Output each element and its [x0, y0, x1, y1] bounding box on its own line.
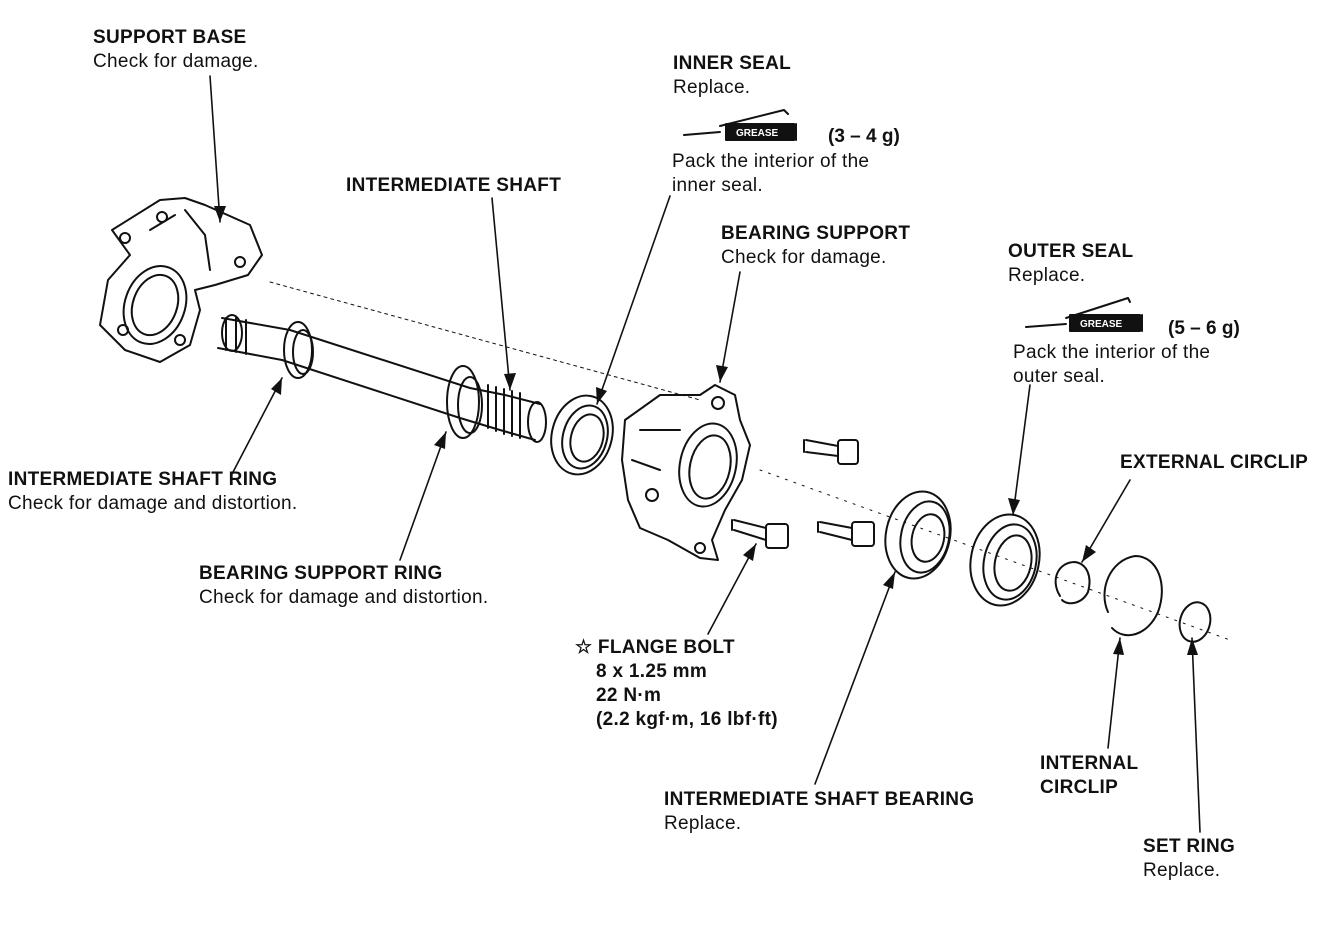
outer-seal-part — [969, 513, 1041, 607]
callout-outer-seal: OUTER SEAL Replace. — [1008, 240, 1133, 288]
leader-flange-bolt — [707, 543, 757, 635]
grease-gun-inner — [683, 109, 797, 141]
inner-seal-title: INNER SEAL — [673, 53, 792, 74]
bearing-support-ring-note: Check for damage and distortion. — [199, 587, 489, 608]
intermediate-shaft-ring-note: Check for damage and distortion. — [8, 493, 298, 514]
intermediate-shaft-bearing-part — [884, 490, 952, 580]
internal-circlip-title-line-1: INTERNAL — [1040, 753, 1139, 774]
intermediate-shaft-ring-title: INTERMEDIATE SHAFT RING — [8, 469, 278, 490]
outer-seal-title: OUTER SEAL — [1008, 241, 1134, 262]
flange-bolt-part-2 — [731, 519, 789, 549]
inner-seal-grease-line-2: inner seal. — [672, 175, 763, 196]
intermediate-shaft-part — [217, 314, 547, 443]
grease-gun-outer — [1025, 297, 1143, 332]
callout-inner-seal: INNER SEAL Replace. — [673, 52, 791, 100]
flange-bolt-title: ☆ FLANGE BOLT — [575, 637, 735, 658]
inner-seal-part — [550, 394, 614, 476]
leader-intermediate-shaft-bearing — [814, 571, 896, 785]
outer-seal-grease-line-2: outer seal. — [1013, 366, 1106, 387]
callout-bearing-support-ring: BEARING SUPPORT RING Check for damage an… — [199, 562, 488, 610]
support-base-note: Check for damage. — [93, 51, 259, 72]
leader-inner-seal — [596, 195, 671, 405]
inner-seal-grease-instructions: Pack the interior of the inner seal. — [672, 150, 869, 198]
callout-set-ring: SET RING Replace. — [1143, 835, 1235, 883]
support-base-title: SUPPORT BASE — [93, 27, 247, 48]
leader-intermediate-shaft-ring — [231, 377, 283, 475]
set-ring-note: Replace. — [1143, 860, 1221, 881]
callout-support-base: SUPPORT BASE Check for damage. — [93, 26, 259, 74]
bearing-support-part — [621, 384, 751, 561]
bearing-support-title: BEARING SUPPORT — [721, 223, 911, 244]
leader-outer-seal — [1012, 384, 1031, 516]
grease-label-inner: GREASE — [736, 128, 779, 139]
bearing-support-note: Check for damage. — [721, 247, 887, 268]
set-ring-part — [1178, 601, 1212, 643]
external-circlip-title: EXTERNAL CIRCLIP — [1120, 452, 1309, 473]
internal-circlip-part — [1103, 555, 1163, 637]
support-base-part — [99, 197, 263, 363]
callout-intermediate-shaft: INTERMEDIATE SHAFT — [346, 174, 561, 198]
intermediate-shaft-bearing-title: INTERMEDIATE SHAFT BEARING — [664, 789, 975, 810]
flange-bolt-torque: 22 N·m — [596, 685, 662, 706]
leader-intermediate-shaft — [491, 197, 511, 391]
outer-seal-grease-line-1: Pack the interior of the — [1013, 342, 1211, 363]
inner-seal-grease-line-1: Pack the interior of the — [672, 151, 870, 172]
external-circlip-part — [1054, 561, 1091, 605]
intermediate-shaft-bearing-note: Replace. — [664, 813, 742, 834]
grease-label-outer: GREASE — [1080, 319, 1123, 330]
outer-seal-grease-qty: (5 – 6 g) — [1168, 318, 1240, 339]
inner-seal-grease-qty: (3 – 4 g) — [828, 126, 900, 147]
outer-seal-grease-instructions: Pack the interior of the outer seal. — [1013, 341, 1210, 389]
internal-circlip-title-line-2: CIRCLIP — [1040, 777, 1119, 798]
flange-bolt-part-1 — [803, 439, 859, 465]
assembly-centerline — [269, 281, 701, 401]
leader-bearing-support — [719, 271, 741, 383]
flange-bolt-torque-alt: (2.2 kgf·m, 16 lbf·ft) — [596, 709, 778, 730]
set-ring-title: SET RING — [1143, 836, 1236, 857]
leader-bearing-support-ring — [399, 431, 447, 561]
callout-external-circlip: EXTERNAL CIRCLIP — [1120, 451, 1308, 475]
callout-intermediate-shaft-bearing: INTERMEDIATE SHAFT BEARING Replace. — [664, 788, 974, 836]
leader-internal-circlip — [1107, 637, 1121, 749]
leader-set-ring — [1191, 637, 1201, 833]
intermediate-shaft-title: INTERMEDIATE SHAFT — [346, 175, 562, 196]
callout-bearing-support: BEARING SUPPORT Check for damage. — [721, 222, 910, 270]
callout-internal-circlip: INTERNAL CIRCLIP — [1040, 752, 1138, 800]
inner-seal-note: Replace. — [673, 77, 751, 98]
outer-seal-note: Replace. — [1008, 265, 1086, 286]
callout-flange-bolt: ☆ FLANGE BOLT 8 x 1.25 mm 22 N·m (2.2 kg… — [575, 636, 778, 732]
callout-intermediate-shaft-ring: INTERMEDIATE SHAFT RING Check for damage… — [8, 468, 297, 516]
flange-bolt-size: 8 x 1.25 mm — [596, 661, 708, 682]
bearing-support-ring-title: BEARING SUPPORT RING — [199, 563, 443, 584]
leader-support-base — [209, 75, 221, 223]
assembly-centerline-right — [759, 469, 1231, 641]
flange-bolt-part-3 — [817, 521, 875, 547]
